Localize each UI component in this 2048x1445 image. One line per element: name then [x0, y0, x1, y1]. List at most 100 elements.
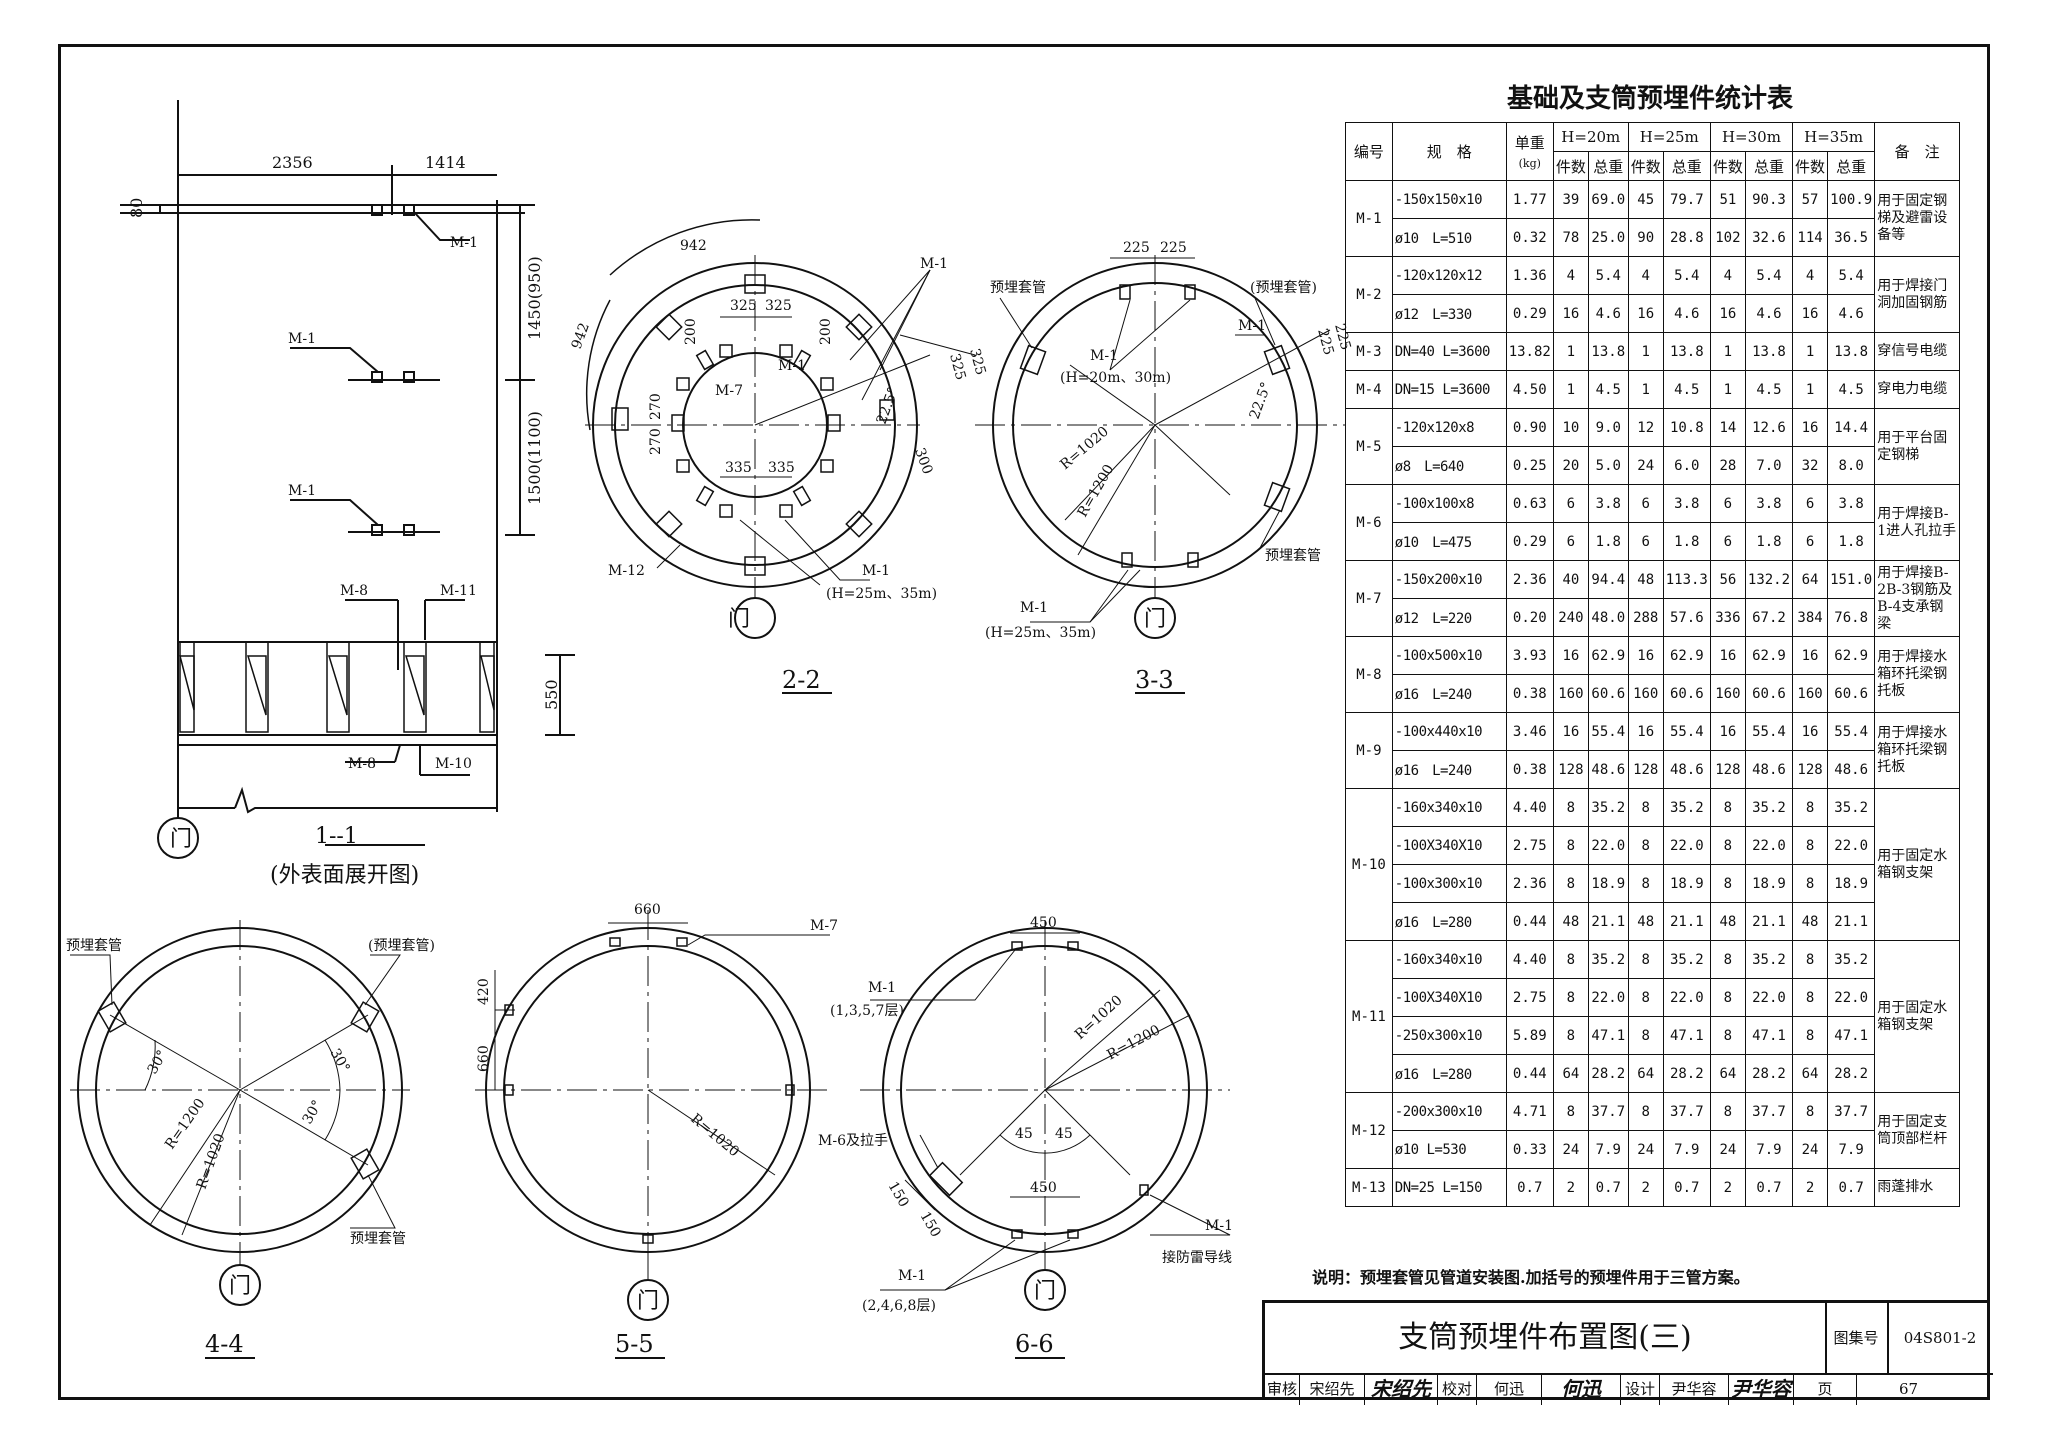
cell-count: 1 [1792, 370, 1829, 409]
cell-count: 8 [1627, 864, 1664, 903]
cell-unit-weight: 0.29 [1505, 294, 1554, 333]
section-subtitle-1-1: (外表面展开图) [270, 863, 419, 888]
label-h25-35-3-3: (H=25m、35m) [985, 625, 1096, 641]
cell-total-weight: 18.9 [1662, 864, 1711, 903]
section-label-1-1: 1--1 [315, 824, 358, 849]
cell-total-weight: 151.0 [1827, 560, 1876, 599]
cell-code: M-5 [1345, 408, 1393, 485]
cell-total-weight: 7.9 [1662, 1130, 1711, 1169]
cell-count: 1 [1552, 332, 1589, 371]
signature-row: 审核 宋绍先 宋绍先 校对 何迅 何迅 设计 尹华容 尹华容 页 67 [1265, 1373, 1993, 1405]
cell-total-weight: 22.0 [1744, 826, 1794, 865]
cell-count: 128 [1552, 750, 1589, 789]
cell-count: 2 [1709, 1168, 1746, 1207]
col-spec-header: 规 格 [1391, 122, 1507, 181]
cell-total-weight: 21.1 [1587, 902, 1629, 941]
label-m6-handle: M-6及拉手 [818, 1133, 888, 1149]
cell-total-weight: 22.0 [1744, 978, 1794, 1017]
cell-total-weight: 5.4 [1662, 256, 1711, 295]
cell-count: 4 [1709, 256, 1746, 295]
cell-count: 16 [1792, 712, 1829, 751]
cell-count: 1 [1627, 332, 1664, 371]
cell-count: 128 [1792, 750, 1829, 789]
review-label: 审核 [1265, 1375, 1300, 1405]
cell-total-weight: 18.9 [1827, 864, 1876, 903]
cell-total-weight: 94.4 [1587, 560, 1629, 599]
cell-spec: -100x440x10 [1391, 712, 1507, 751]
cell-total-weight: 132.2 [1744, 560, 1794, 599]
cell-total-weight: 18.9 [1587, 864, 1629, 903]
cell-total-weight: 48.6 [1662, 750, 1711, 789]
dim-150-a: 150 [885, 1179, 912, 1210]
cell-count: 48 [1792, 902, 1829, 941]
cell-count: 384 [1792, 598, 1829, 637]
col-total-header: 总重 [1662, 151, 1711, 181]
label-m1-3-3-right: M-1 [1238, 318, 1266, 334]
label-m8-top: M-8 [340, 583, 368, 599]
label-layers-even: (2,4,6,8层) [862, 1298, 936, 1314]
cell-total-weight: 1.8 [1827, 522, 1876, 561]
cell-total-weight: 37.7 [1744, 1092, 1794, 1131]
label-m1-3-3: M-1 [1090, 348, 1118, 364]
cell-total-weight: 3.8 [1587, 484, 1629, 523]
cell-total-weight: 12.6 [1744, 408, 1794, 447]
col-total-header: 总重 [1827, 151, 1876, 181]
cell-spec: DN=40 L=3600 [1391, 332, 1507, 371]
cell-count: 8 [1709, 826, 1746, 865]
cell-spec: DN=15 L=3600 [1391, 370, 1507, 409]
cell-unit-weight: 4.50 [1505, 370, 1554, 409]
cell-total-weight: 3.8 [1662, 484, 1711, 523]
cell-count: 160 [1627, 674, 1664, 713]
cell-count: 45 [1627, 180, 1664, 219]
cell-total-weight: 4.5 [1827, 370, 1876, 409]
label-m1-2-2: M-1 [920, 256, 948, 272]
cell-total-weight: 79.7 [1662, 180, 1711, 219]
door-label-2-2: 门 [728, 607, 750, 632]
cell-total-weight: 7.9 [1587, 1130, 1629, 1169]
cell-unit-weight: 4.71 [1505, 1092, 1554, 1131]
cell-count: 6 [1792, 522, 1829, 561]
cell-unit-weight: 0.90 [1505, 408, 1554, 447]
cell-spec: -250x300x10 [1391, 1016, 1507, 1055]
cell-unit-weight: 3.93 [1505, 636, 1554, 675]
cell-count: 16 [1552, 636, 1589, 675]
cell-spec: ø16 L=280 [1391, 1054, 1507, 1093]
cell-count: 6 [1709, 484, 1746, 523]
section-label-3-3: 3-3 [1135, 666, 1174, 694]
dim-r1020-4-4: R=1020 [194, 1131, 229, 1191]
dim-325-d: 325 [966, 347, 988, 377]
cell-count: 16 [1627, 712, 1664, 751]
label-m7-2-2: M-7 [715, 383, 743, 399]
cell-total-weight: 21.1 [1827, 902, 1876, 941]
cell-spec: -100x300x10 [1391, 864, 1507, 903]
cell-total-weight: 3.8 [1744, 484, 1794, 523]
dim-942-left: 942 [569, 321, 593, 352]
view-3-3: 门 3-3 225 225 225 225 22.5° R=1020 R=120… [975, 240, 1354, 694]
cell-remark: 用于焊接水箱环托梁钢托板 [1874, 712, 1960, 789]
col-remark-header: 备 注 [1874, 122, 1960, 181]
cell-unit-weight: 2.75 [1505, 826, 1554, 865]
cell-spec: -100X340X10 [1391, 826, 1507, 865]
cell-total-weight: 48.6 [1744, 750, 1794, 789]
cell-total-weight: 4.5 [1744, 370, 1794, 409]
cell-count: 51 [1709, 180, 1746, 219]
cell-count: 8 [1627, 940, 1664, 979]
dim-22-5-3-3: 22.5° [1247, 380, 1275, 421]
cell-total-weight: 62.9 [1744, 636, 1794, 675]
cell-total-weight: 55.4 [1827, 712, 1876, 751]
cell-remark: 穿信号电缆 [1874, 332, 1960, 371]
col-h20-header: H=20m [1552, 122, 1629, 152]
cell-unit-weight: 5.89 [1505, 1016, 1554, 1055]
dim-1450: 1450(950) [525, 256, 544, 340]
dim-225-b: 225 [1160, 240, 1187, 256]
label-sleeve-left: 预埋套管 [990, 280, 1046, 296]
